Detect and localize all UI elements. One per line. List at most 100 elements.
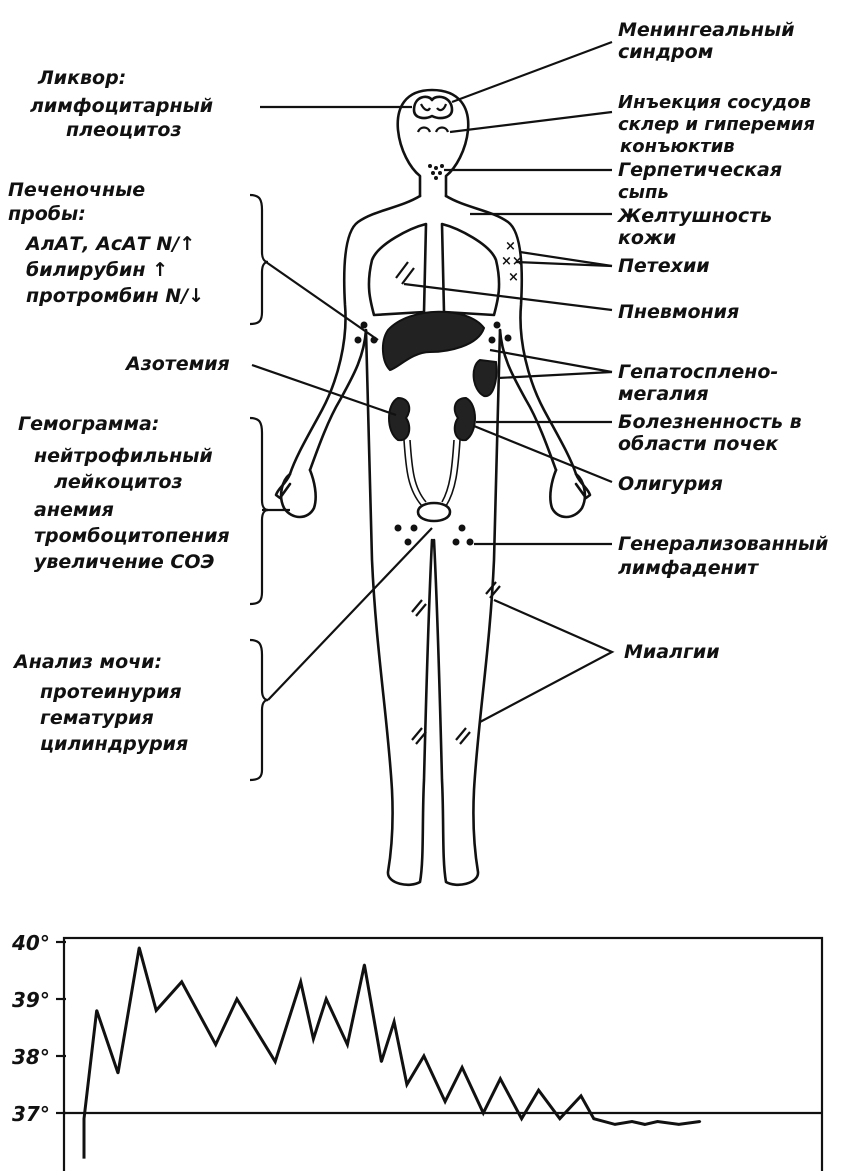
text-liquor-2: лимфоцитарный xyxy=(30,95,213,117)
text-hemogram-4: анемия xyxy=(34,499,114,521)
body-outline xyxy=(276,90,590,885)
temperature-point xyxy=(380,1061,382,1063)
text-herpetic-1: Герпетическая xyxy=(618,159,782,181)
text-liquor-1: Ликвор: xyxy=(37,67,126,89)
temperature-point xyxy=(580,1095,582,1097)
temperature-chart: 40° 39° 38° 37° xyxy=(11,931,822,1171)
temperature-point xyxy=(363,964,365,966)
text-hemogram-1: Гемограмма: xyxy=(18,413,159,435)
y-tick-label: 38° xyxy=(12,1045,50,1069)
temperature-point xyxy=(631,1120,633,1122)
temperature-point xyxy=(346,1043,348,1045)
label-pneumonia: Пневмония xyxy=(618,301,739,323)
label-meningeal: Менингеальный синдром xyxy=(618,19,795,63)
text-hemogram-2: нейтрофильный xyxy=(34,445,213,467)
text-injection-2: склер и гиперемия xyxy=(618,114,815,135)
temperature-point xyxy=(117,1072,119,1074)
label-liquor: Ликвор: лимфоцитарный плеоцитоз xyxy=(30,67,213,141)
temperature-point xyxy=(312,1038,314,1040)
text-hemogram-5: тромбоцитопения xyxy=(34,525,230,547)
y-tick-label: 39° xyxy=(12,988,50,1012)
temperature-point xyxy=(444,1100,446,1102)
text-injection-1: Инъекция сосудов xyxy=(618,92,811,113)
text-liver-tests-1: Печеночные xyxy=(8,179,145,201)
temperature-point xyxy=(699,1120,701,1122)
label-hepatosplenomegaly: Гепатосплено- мегалия xyxy=(618,361,778,405)
y-tick-label: 37° xyxy=(12,1102,50,1126)
temperature-point xyxy=(520,1118,522,1120)
right-kidney-icon xyxy=(455,398,475,440)
temperature-point xyxy=(656,1120,658,1122)
text-liver-tests-5: протромбин N/↓ xyxy=(26,285,204,307)
label-myalgia: Миалгии xyxy=(624,641,720,663)
temperature-point xyxy=(593,1118,595,1120)
text-injection-3: конъюктив xyxy=(620,136,735,157)
text-lymphadenitis-1: Генерализованный xyxy=(618,533,828,555)
temperature-point xyxy=(83,1118,85,1120)
temperature-point xyxy=(155,1009,157,1011)
temperature-point xyxy=(461,1066,463,1068)
temperature-point xyxy=(482,1112,484,1114)
temperature-point xyxy=(559,1118,561,1120)
temperature-point xyxy=(678,1123,680,1125)
label-liver-tests: Печеночные пробы: АлАТ, АсАТ N/↑ билируб… xyxy=(8,179,204,307)
leader-lines xyxy=(250,42,612,780)
text-urine-4: цилиндрурия xyxy=(40,733,188,755)
temperature-point xyxy=(499,1078,501,1080)
label-lymphadenitis: Генерализованный лимфаденит xyxy=(618,533,828,579)
lungs-icon xyxy=(369,224,499,315)
text-hemogram-6: увеличение СОЭ xyxy=(34,551,214,573)
temperature-point xyxy=(614,1123,616,1125)
temperature-point xyxy=(181,981,183,983)
left-kidney-icon xyxy=(389,398,409,440)
temperature-point xyxy=(299,981,301,983)
temperature-point xyxy=(236,998,238,1000)
text-urine-3: гематурия xyxy=(40,707,154,729)
text-meningeal-2: синдром xyxy=(618,41,713,63)
text-hepatosplenomegaly-2: мегалия xyxy=(618,383,709,405)
temperature-point xyxy=(138,947,140,949)
text-kidney-pain-1: Болезненность в xyxy=(618,411,802,433)
temperature-point xyxy=(423,1055,425,1057)
label-kidney-pain: Болезненность в области почек xyxy=(618,411,802,455)
temperature-point xyxy=(274,1061,276,1063)
label-herpetic: Герпетическая сыпь xyxy=(618,159,782,203)
label-jaundice: Желтушность кожи xyxy=(616,205,772,249)
label-azotemia: Азотемия xyxy=(124,353,230,375)
temperature-point xyxy=(406,1083,408,1085)
temperature-point xyxy=(96,1009,98,1011)
temperature-point xyxy=(214,1043,216,1045)
herpetic-rash-icon xyxy=(428,164,444,180)
text-liquor-3: плеоцитоз xyxy=(66,119,181,141)
text-jaundice-1: Желтушность xyxy=(616,205,772,227)
label-injection: Инъекция сосудов склер и гиперемия конъю… xyxy=(618,92,815,157)
text-liver-tests-4: билирубин ↑ xyxy=(26,259,168,281)
eyes-icon xyxy=(418,128,448,133)
text-lymphadenitis-2: лимфаденит xyxy=(618,557,759,579)
label-oliguria: Олигурия xyxy=(618,473,723,495)
text-herpetic-2: сыпь xyxy=(618,182,669,203)
svg-text:×: × xyxy=(508,270,519,285)
label-hemogram: Гемограмма: нейтрофильный лейкоцитоз ане… xyxy=(18,413,230,573)
temperature-point xyxy=(537,1089,539,1091)
spleen-icon xyxy=(474,360,497,396)
text-liver-tests-3: АлАТ, АсАТ N/↑ xyxy=(24,233,195,255)
y-tick-label: 40° xyxy=(11,931,50,955)
chart-frame xyxy=(64,938,822,1171)
liver-icon xyxy=(383,312,484,370)
ureters-icon xyxy=(404,440,460,521)
text-meningeal-1: Менингеальный xyxy=(618,19,795,41)
text-urine-1: Анализ мочи: xyxy=(12,651,162,673)
temperature-series-line xyxy=(84,948,700,1159)
text-jaundice-2: кожи xyxy=(618,227,676,249)
temperature-point xyxy=(644,1123,646,1125)
label-petechiae: Петехии xyxy=(618,255,710,277)
text-urine-2: протеинурия xyxy=(40,681,182,703)
text-kidney-pain-2: области почек xyxy=(618,433,779,455)
brain-icon xyxy=(414,97,452,118)
temperature-point xyxy=(325,998,327,1000)
text-liver-tests-2: пробы: xyxy=(8,203,86,225)
text-hemogram-3: лейкоцитоз xyxy=(54,471,183,493)
text-hepatosplenomegaly-1: Гепатосплено- xyxy=(618,361,778,383)
